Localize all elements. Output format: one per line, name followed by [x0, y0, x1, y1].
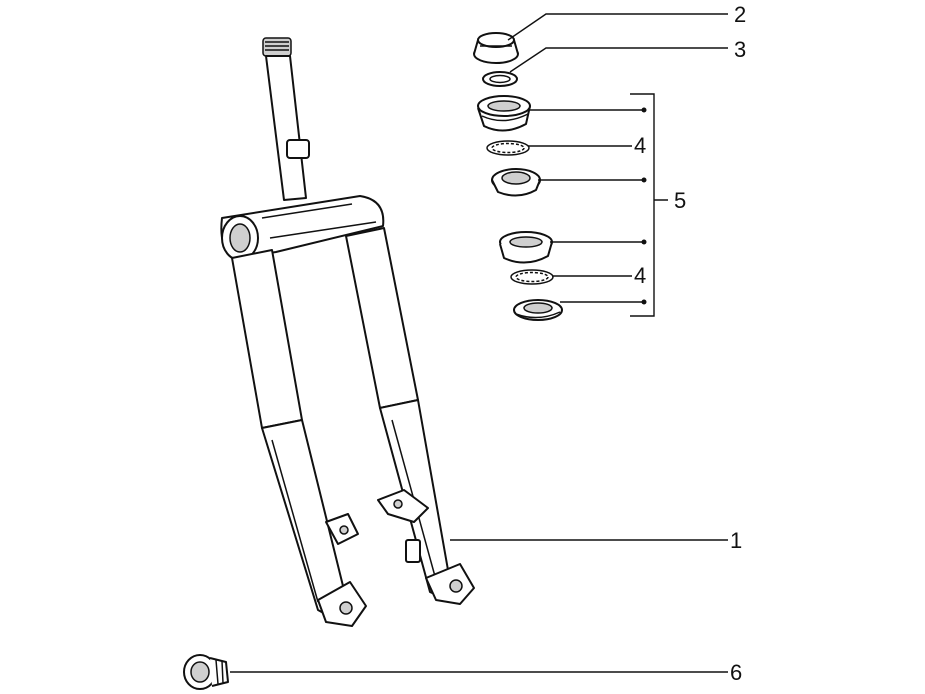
lower-cup[interactable] — [499, 231, 553, 264]
upper-cup[interactable] — [477, 95, 531, 132]
leader-2 — [507, 13, 728, 41]
callout-4-upper: 4 — [634, 133, 646, 158]
callout-3: 3 — [734, 37, 746, 62]
washer[interactable] — [482, 71, 518, 87]
callout-1: 1 — [730, 528, 742, 553]
upper-race[interactable] — [491, 168, 541, 197]
ball-ring-lower[interactable] — [510, 269, 554, 285]
front-fork[interactable] — [220, 37, 475, 627]
callout-5: 5 — [674, 188, 686, 213]
callout-6: 6 — [730, 660, 742, 685]
leader-lines — [230, 13, 728, 673]
callout-4-lower: 4 — [634, 263, 646, 288]
lower-race[interactable] — [513, 299, 563, 321]
ball-ring-upper[interactable] — [486, 140, 530, 156]
top-nut[interactable] — [473, 32, 519, 64]
callout-2: 2 — [734, 2, 746, 27]
leader-3 — [509, 47, 728, 73]
bracket-5 — [630, 93, 668, 317]
axle-nut[interactable] — [183, 654, 229, 690]
